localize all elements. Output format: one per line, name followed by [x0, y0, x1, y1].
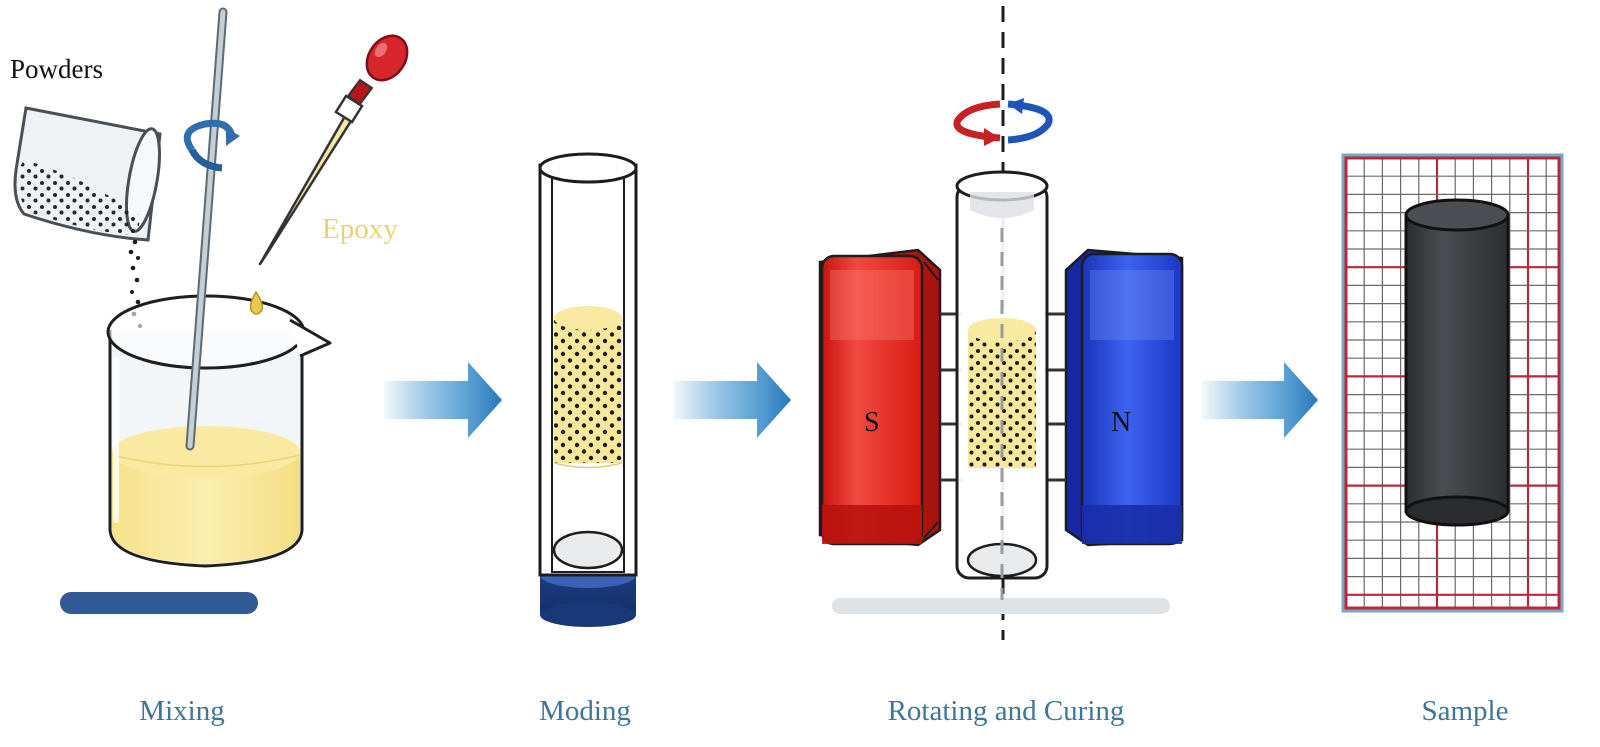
step-label-sample: Sample	[1422, 695, 1509, 727]
base-plate	[832, 598, 1170, 614]
stir-rotation-icon	[183, 119, 240, 172]
powder-cup	[13, 106, 162, 242]
magnet-south	[818, 248, 942, 547]
epoxy-drop-icon	[249, 290, 264, 315]
stirring-rod	[185, 7, 228, 451]
step-label-mixing: Mixing	[139, 695, 224, 727]
sample-illustration	[1341, 153, 1564, 613]
mixing-illustration: Powders	[10, 7, 409, 614]
epoxy-label: Epoxy	[322, 213, 398, 245]
step-label-rotating-and-curing: Rotating and Curing	[888, 695, 1125, 727]
beaker	[106, 294, 332, 568]
powders-label: Powders	[10, 54, 103, 84]
stir-plate	[60, 592, 258, 614]
rotating-curing-illustration: S N	[818, 6, 1184, 640]
rotating-tube	[955, 170, 1049, 600]
magnet-north	[1064, 248, 1184, 547]
magnet-south-label: S	[864, 407, 880, 438]
arrow-right-icon	[1202, 362, 1318, 438]
step-label-moding: Moding	[539, 695, 631, 727]
pipette	[258, 34, 409, 266]
step-labels: Mixing Moding Rotating and Curing Sample	[139, 695, 1508, 727]
rotation-arrows-icon	[953, 98, 1053, 146]
arrow-right-icon	[384, 362, 502, 438]
arrow-right-icon	[673, 362, 791, 438]
magnet-north-label: N	[1111, 407, 1131, 438]
cured-sample	[1404, 198, 1510, 527]
molding-illustration	[538, 152, 638, 627]
